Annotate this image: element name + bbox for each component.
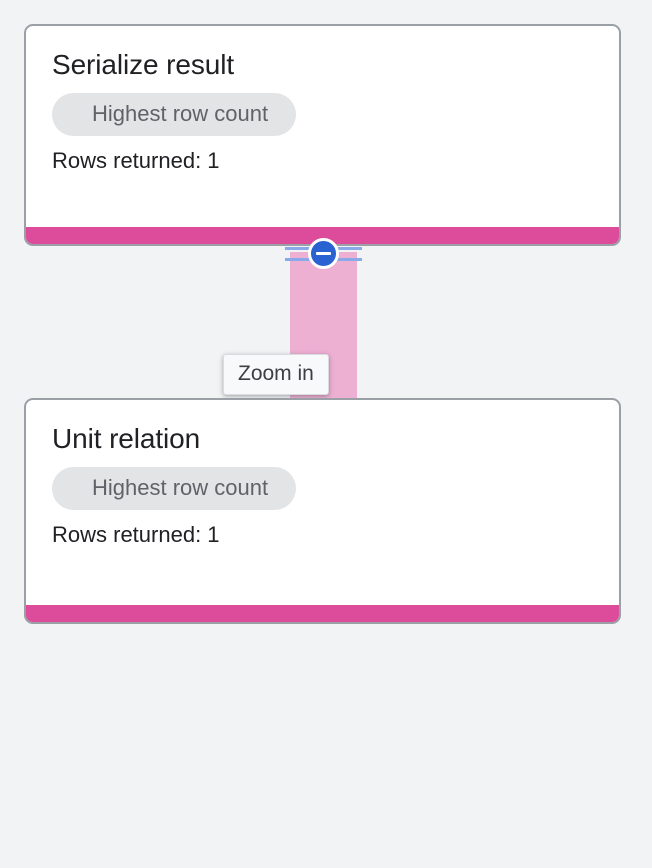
zoom-in-tooltip: Zoom in — [223, 354, 329, 395]
node-card-body: Serialize result Highest row count Rows … — [26, 26, 619, 227]
node-card-serialize-result[interactable]: Serialize result Highest row count Rows … — [24, 24, 621, 246]
node-card-body: Unit relation Highest row count Rows ret… — [26, 400, 619, 605]
node-badge-highest-row-count: Highest row count — [52, 467, 297, 510]
minus-glyph — [316, 252, 331, 255]
node-accent-bar — [26, 605, 619, 622]
node-accent-bar — [26, 227, 619, 244]
node-title: Serialize result — [52, 49, 235, 80]
node-badge-highest-row-count: Highest row count — [52, 93, 297, 136]
minus-circle-icon[interactable] — [308, 238, 339, 269]
node-rows-returned: Rows returned: 1 — [52, 522, 220, 547]
edge-rails-icon — [285, 238, 362, 272]
node-title: Unit relation — [52, 423, 201, 454]
node-card-unit-relation[interactable]: Unit relation Highest row count Rows ret… — [24, 398, 621, 624]
node-rows-returned: Rows returned: 1 — [52, 148, 220, 173]
edge-collapse-handle[interactable] — [285, 238, 362, 272]
